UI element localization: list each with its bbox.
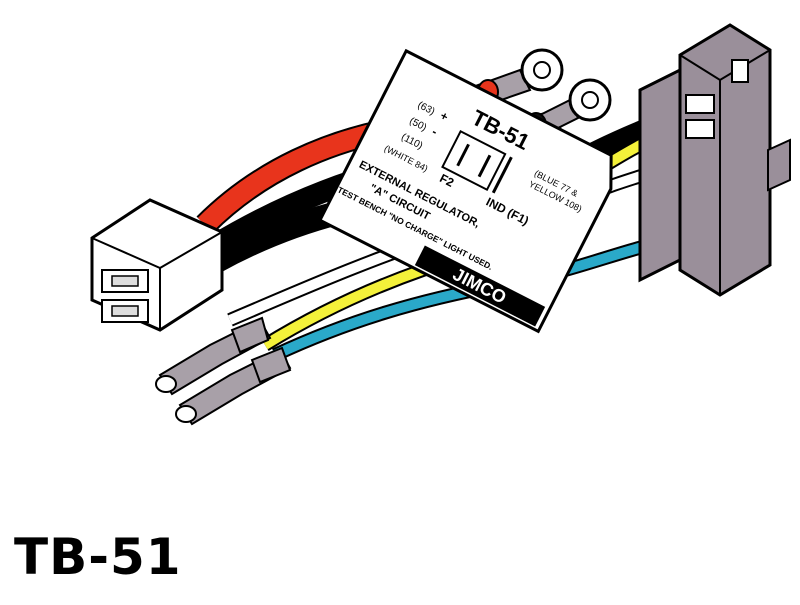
right-gray-connector — [638, 23, 791, 297]
label-pin-diagram — [441, 129, 507, 192]
brand-logo-block — [414, 245, 546, 327]
spade-terminal-upper — [155, 316, 272, 396]
regulator-label-tag: TB-51 (63) + (50) - (110) (WHITE 84) F2 … — [317, 48, 613, 334]
label-f2: F2 — [437, 171, 456, 190]
label-minus: - — [430, 124, 440, 138]
spade-terminal-lower — [175, 346, 292, 426]
left-plug-connector — [90, 198, 224, 332]
part-number-caption: TB-51 — [14, 528, 182, 586]
